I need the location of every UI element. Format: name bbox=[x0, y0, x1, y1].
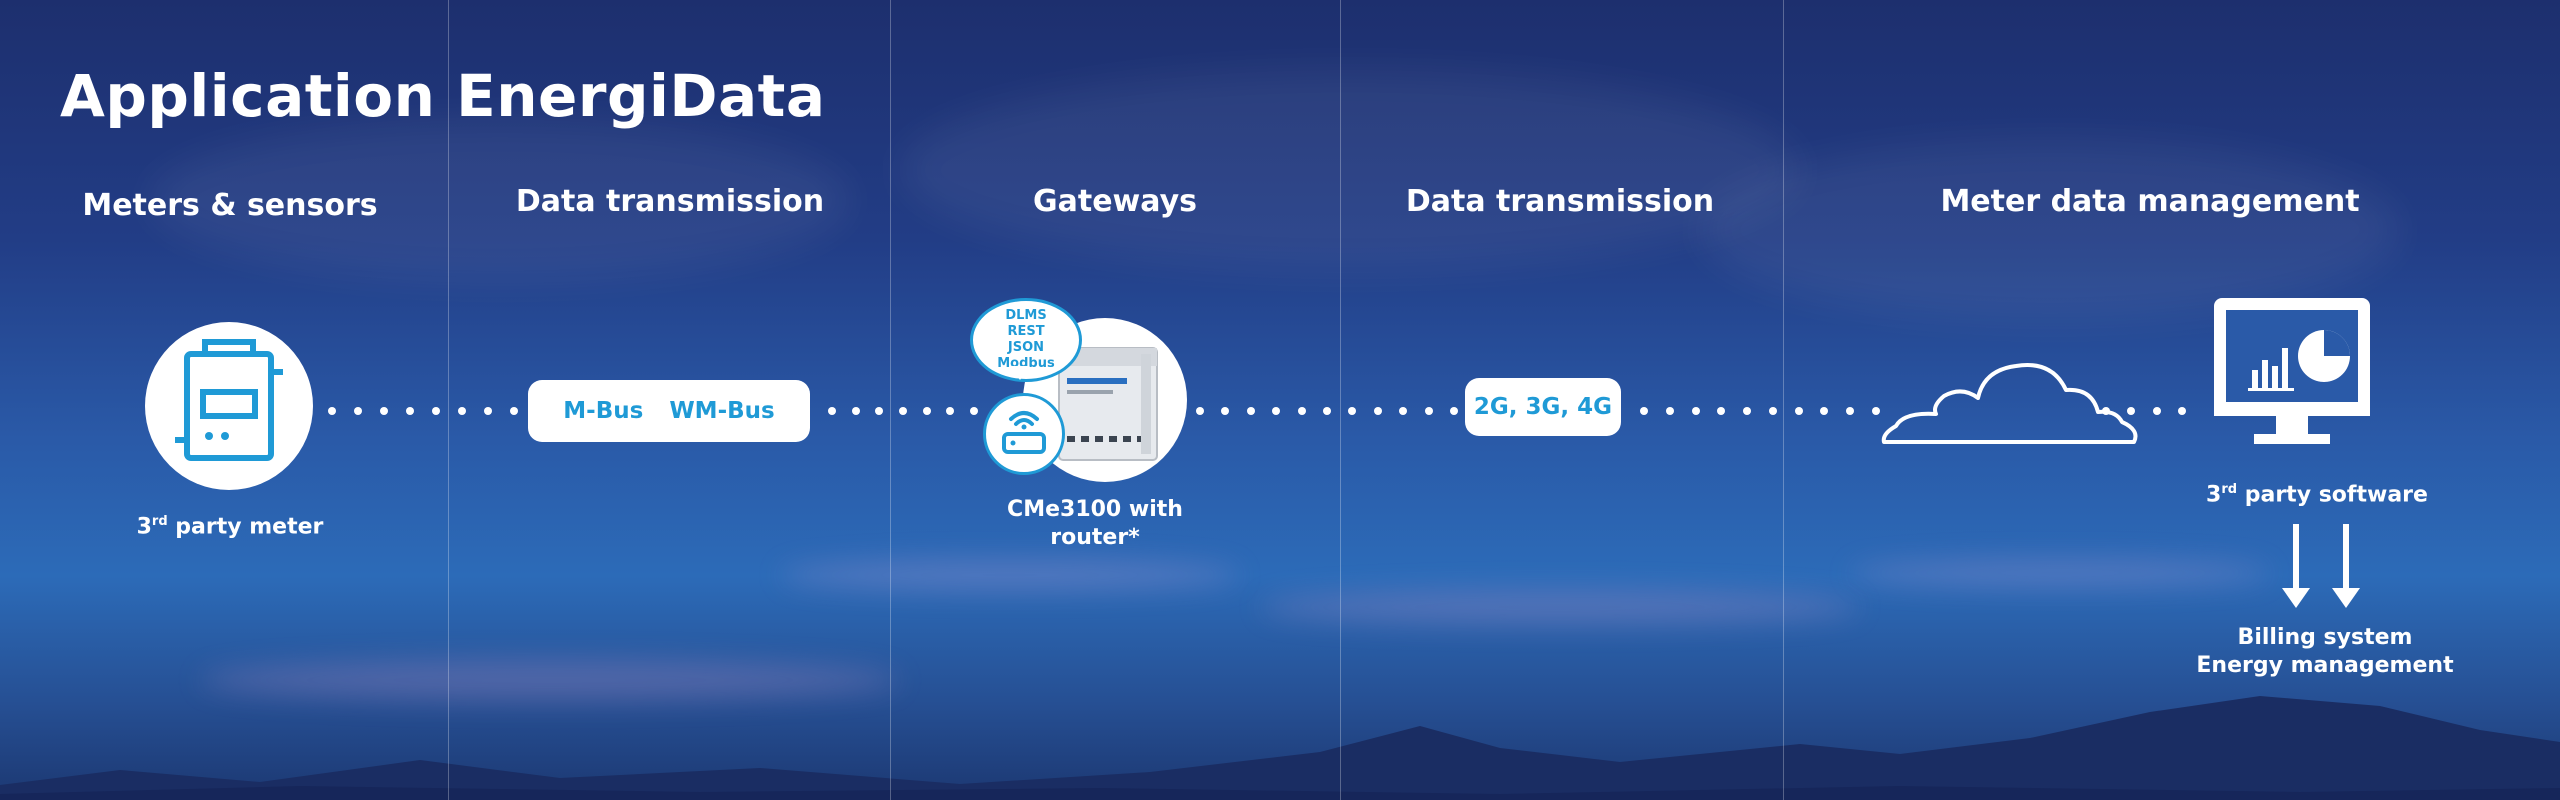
pink-cloud bbox=[780, 560, 1240, 590]
down-arrows-icon bbox=[2282, 524, 2360, 608]
column-divider bbox=[890, 0, 891, 800]
gateway-caption: CMe3100 with router* bbox=[980, 496, 1210, 552]
cloud-icon bbox=[1881, 363, 2138, 444]
column-divider bbox=[448, 0, 449, 800]
cloud-soft bbox=[1700, 140, 2400, 320]
connector-dots bbox=[1640, 406, 1880, 416]
bus-pill: M-Bus WM-Bus bbox=[528, 380, 810, 442]
protocol-json: JSON bbox=[1007, 340, 1045, 355]
wmbus-label: WM-Bus bbox=[669, 398, 775, 424]
column-heading-mdm: Meter data management bbox=[1940, 184, 2360, 219]
pink-cloud bbox=[200, 660, 900, 700]
page-title: Application EnergiData bbox=[60, 62, 826, 130]
column-divider bbox=[1783, 0, 1784, 800]
column-heading-transmission: Data transmission bbox=[1405, 184, 1715, 219]
column-heading-transmission: Data transmission bbox=[515, 184, 825, 219]
meter-caption: 3rd party meter bbox=[136, 514, 324, 540]
connector-dots bbox=[2102, 406, 2186, 416]
bubble-tail bbox=[1010, 366, 1030, 380]
router-icon bbox=[1002, 411, 1046, 454]
meter-icon bbox=[175, 339, 283, 461]
gateway-device-icon bbox=[1058, 347, 1158, 461]
mbus-label: M-Bus bbox=[563, 398, 644, 424]
cellular-pill: 2G, 3G, 4G bbox=[1465, 378, 1621, 436]
energy-management-label: Energy management bbox=[2196, 653, 2454, 678]
protocol-dlms: DLMS bbox=[1005, 308, 1047, 323]
gateway-caption-line2: router* bbox=[1050, 525, 1140, 550]
mountain-silhouette bbox=[0, 696, 2560, 800]
monitor-icon bbox=[2214, 298, 2370, 444]
software-caption: 3rd party software bbox=[2206, 482, 2428, 508]
meter-node bbox=[145, 322, 313, 490]
billing-system-label: Billing system bbox=[2237, 625, 2413, 650]
cloud-soft bbox=[150, 120, 850, 280]
column-heading-gateways: Gateways bbox=[1032, 184, 1197, 219]
gateway-caption-line1: CMe3100 with bbox=[1007, 497, 1183, 522]
pink-cloud bbox=[1850, 560, 2270, 586]
connector-dots bbox=[1196, 406, 1458, 416]
cloud-soft bbox=[900, 70, 1800, 270]
column-divider bbox=[1340, 0, 1341, 800]
connector-dots bbox=[828, 406, 978, 416]
column-heading-meters: Meters & sensors bbox=[82, 188, 378, 223]
router-node bbox=[983, 393, 1065, 475]
protocol-bubble: DLMS REST JSON Modbus bbox=[970, 298, 1082, 382]
connector-dots bbox=[328, 406, 518, 416]
cellular-label: 2G, 3G, 4G bbox=[1473, 394, 1613, 420]
pink-cloud bbox=[1260, 590, 1860, 624]
protocol-rest: REST bbox=[1007, 324, 1045, 339]
outputs-caption: Billing system Energy management bbox=[2170, 624, 2480, 680]
